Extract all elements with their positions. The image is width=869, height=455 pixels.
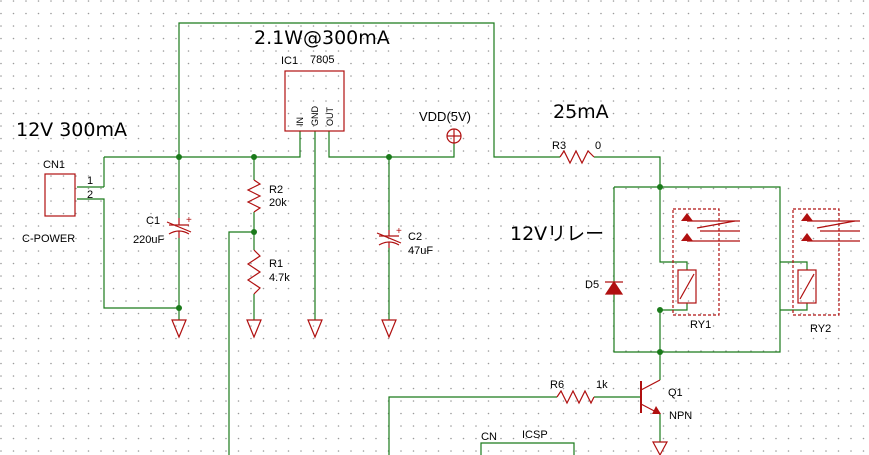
- ic1-pin-in: IN: [295, 117, 305, 126]
- vdd-label: VDD(5V): [419, 109, 471, 124]
- cn1-pin1: 1: [87, 175, 93, 187]
- c2-value: 47uF: [408, 245, 433, 257]
- supply-label: 12V 300mA: [16, 119, 127, 141]
- ground-symbol-c2: [381, 319, 397, 339]
- ground-symbol-ic1: [307, 319, 323, 339]
- ry1-ref: RY1: [690, 319, 711, 331]
- d5-symbol: [604, 280, 624, 295]
- ground-symbol-r1: [246, 319, 262, 339]
- c1-symbol: [166, 218, 192, 238]
- c2-symbol: [376, 230, 402, 248]
- cn-icsp-ref: CN: [481, 431, 497, 443]
- c1-ref: C1: [146, 215, 160, 227]
- cn1-value: C-POWER: [22, 233, 75, 245]
- c1-value: 220uF: [133, 234, 164, 246]
- c1-polarity: +: [186, 215, 192, 226]
- r1-value: 4.7k: [269, 272, 290, 284]
- cn1-symbol: [44, 173, 76, 217]
- c2-polarity: +: [396, 226, 402, 237]
- ground-symbol-q1: [651, 441, 669, 455]
- r2-ref: R2: [269, 184, 283, 196]
- cn1-ref: CN1: [43, 159, 65, 171]
- r1-ref: R1: [269, 258, 283, 270]
- r3-symbol: [559, 149, 595, 165]
- parts: [44, 70, 860, 455]
- d5-ref: D5: [585, 279, 599, 291]
- ry2-ref: RY2: [810, 323, 831, 335]
- cn-icsp-value: ICSP: [522, 429, 548, 441]
- ic1-symbol: [284, 70, 345, 132]
- r6-value: 1k: [596, 379, 608, 391]
- ry1-symbol: [672, 208, 740, 316]
- ry2-symbol: [792, 208, 860, 316]
- r2-value: 20k: [269, 197, 287, 209]
- arrow-marks: [652, 213, 813, 414]
- r2-symbol: [246, 179, 262, 213]
- ground-symbol-c1: [171, 319, 187, 339]
- r1-symbol: [246, 249, 262, 295]
- junctions: [176, 154, 663, 355]
- vdd-symbol: [446, 128, 462, 144]
- relay-note-label: 12Vリレー: [510, 223, 604, 245]
- r6-symbol: [556, 389, 595, 405]
- ic1-pin-out: OUT: [325, 107, 335, 127]
- relay-current-label: 25mA: [553, 101, 609, 123]
- r3-ref: R3: [552, 140, 566, 152]
- ic1-pin-gnd: GND: [310, 106, 320, 127]
- q1-ref: Q1: [668, 387, 683, 399]
- ic1-ref: IC1: [281, 55, 298, 67]
- cn1-pin2: 2: [87, 189, 93, 201]
- r6-ref: R6: [550, 379, 564, 391]
- ic1-value: 7805: [310, 54, 334, 66]
- power-total-label: 2.1W@300mA: [254, 27, 390, 49]
- r3-value: 0: [595, 140, 601, 152]
- c2-ref: C2: [408, 231, 422, 243]
- q1-value: NPN: [669, 410, 692, 422]
